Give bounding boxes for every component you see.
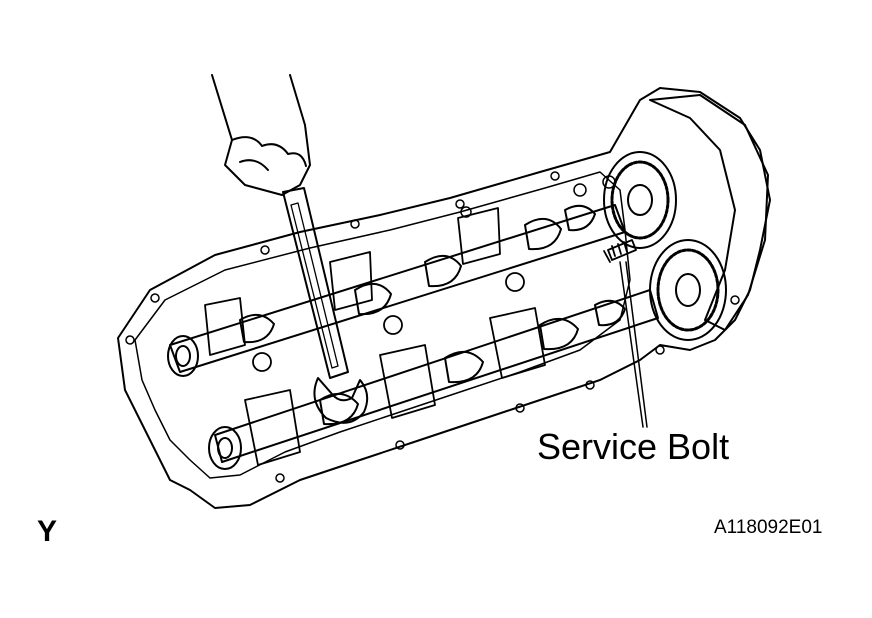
wrench-icon: [282, 187, 369, 424]
service-bolt-callout: Service Bolt: [537, 426, 730, 467]
figure-id: A118092E01: [714, 517, 823, 538]
head-inner-edge: [134, 171, 631, 479]
view-letter: Y: [37, 515, 58, 548]
cam-housing: [649, 94, 769, 331]
camshaft-upper: [167, 204, 626, 377]
head-bolt-holes: [125, 171, 740, 483]
service-bolt-leader: [619, 261, 648, 428]
misc-detail: [460, 175, 616, 218]
hand-icon: [211, 74, 311, 196]
camshaft-lower: [208, 289, 659, 470]
bearing-caps: [204, 207, 546, 466]
service-bolt-icon: [603, 239, 637, 263]
cylinder-head-outline: [117, 87, 771, 509]
camshaft-timing-gears: [603, 151, 727, 341]
